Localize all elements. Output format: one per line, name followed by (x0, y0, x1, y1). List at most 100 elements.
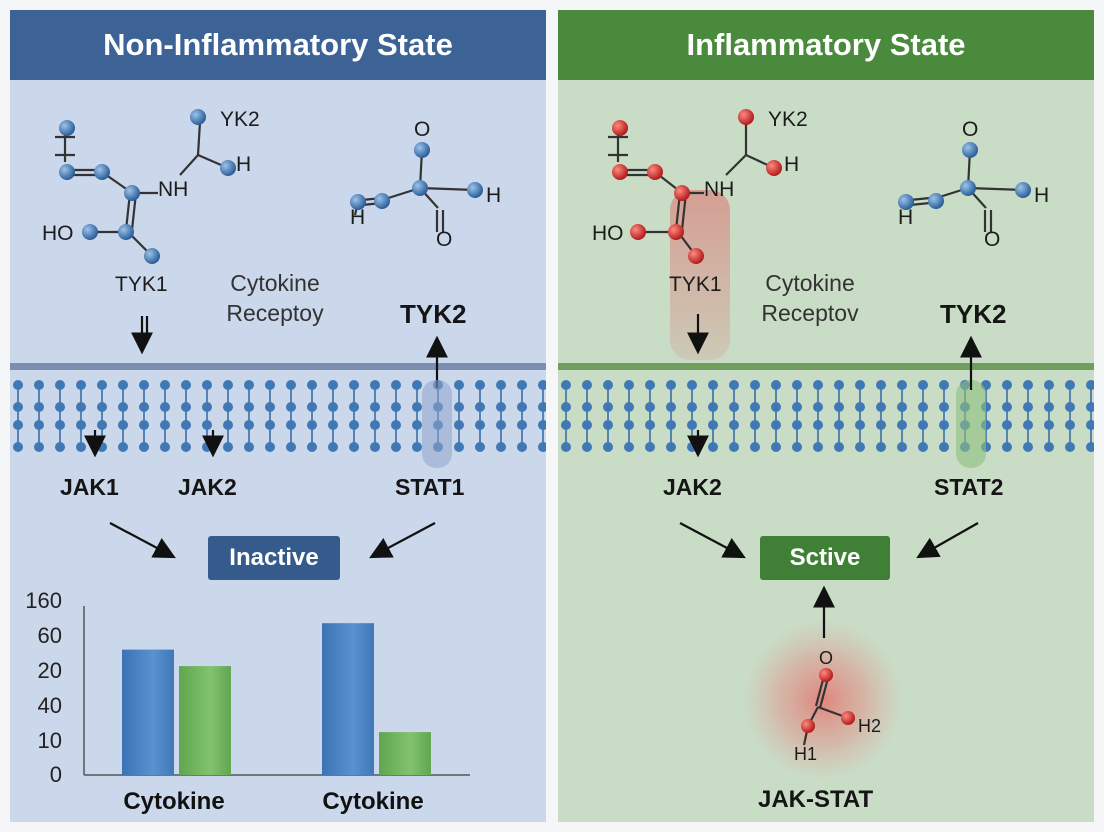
lipid-head (708, 402, 718, 412)
lipid-head (244, 442, 254, 452)
lipid-head (687, 420, 697, 430)
mol1-ho-label: HO (42, 222, 74, 245)
lipid-head (918, 380, 928, 390)
lipid-head (328, 402, 338, 412)
lipid-head (349, 402, 359, 412)
lipid-head (666, 402, 676, 412)
lipid-head (118, 420, 128, 430)
lipid-head (792, 380, 802, 390)
lipid-head (813, 402, 823, 412)
lipid-head (603, 420, 613, 430)
chart-bar (322, 623, 374, 775)
lipid-head (538, 442, 546, 452)
lipid-head (729, 380, 739, 390)
mol1-h-label: H (236, 153, 252, 176)
lipid-head (139, 420, 149, 430)
lipid-head (855, 442, 865, 452)
lipid-head (370, 420, 380, 430)
lipid-head (813, 420, 823, 430)
lipid-head (160, 380, 170, 390)
mol1-nh-label: NH (704, 178, 735, 201)
lipid-head (834, 402, 844, 412)
lipid-head (855, 420, 865, 430)
mol2-h-right-label: H (1034, 184, 1050, 207)
lipid-head (561, 380, 571, 390)
lipid-head (202, 380, 212, 390)
lipid-head (771, 402, 781, 412)
lipid-head (13, 442, 23, 452)
lipid-head (475, 402, 485, 412)
tick-label: 40 (37, 693, 62, 718)
lipid-head (265, 380, 275, 390)
lipid-head (244, 380, 254, 390)
lipid-head (517, 380, 527, 390)
tyk1-label: TYK1 (669, 273, 722, 296)
receptor-line-1: Cytokine (230, 270, 320, 296)
lipid-head (286, 442, 296, 452)
right-diagram (558, 109, 1094, 780)
lipid-head (97, 420, 107, 430)
lipid-head (666, 420, 676, 430)
tick-label: 60 (37, 623, 62, 648)
lipid-head (55, 380, 65, 390)
lipid-head (792, 420, 802, 430)
tick-label: 10 (37, 728, 62, 753)
lipid-head (792, 442, 802, 452)
lipid-head (286, 380, 296, 390)
lipid-head (475, 380, 485, 390)
lipid-head (454, 442, 464, 452)
tyk2-label: TYK2 (400, 299, 467, 329)
lipid-head (729, 442, 739, 452)
lipid-head (496, 420, 506, 430)
lipid-head (1002, 402, 1012, 412)
mol2-o-top-label: O (414, 118, 431, 141)
lipid-head (813, 380, 823, 390)
lipid-head (34, 402, 44, 412)
lipid-head (202, 442, 212, 452)
lipid-head (939, 442, 949, 452)
lipid-head (160, 420, 170, 430)
activation-highlight (670, 190, 730, 360)
lipid-head (582, 420, 592, 430)
mol1-h-label: H (784, 153, 800, 176)
lipid-head (391, 402, 401, 412)
category-label: Cytokine (123, 788, 225, 815)
cytokine-receptor-label: Cytokine Receptov (750, 268, 870, 328)
lipid-head (603, 380, 613, 390)
lipid-head (517, 420, 527, 430)
receptor-line-2: Receptov (761, 300, 859, 326)
mol2-h-left-label: H (898, 206, 914, 229)
lipid-head (55, 420, 65, 430)
lipid-head (118, 402, 128, 412)
lipid-head (538, 380, 546, 390)
tick-label: 160 (25, 588, 62, 613)
lipid-head (876, 420, 886, 430)
lipid-head (496, 402, 506, 412)
chart-bar (379, 732, 431, 775)
inflammatory-panel: Inflammatory State (558, 10, 1094, 822)
lipid-head (118, 380, 128, 390)
lipid-head (603, 402, 613, 412)
lipid-head (391, 442, 401, 452)
lipid-head (1023, 420, 1033, 430)
lipid-head (265, 420, 275, 430)
lipid-head (1086, 380, 1094, 390)
lipid-head (771, 442, 781, 452)
lipid-head (181, 380, 191, 390)
mol1-nh-label: NH (158, 178, 189, 201)
lipid-head (771, 420, 781, 430)
lipid-head (729, 420, 739, 430)
lipid-head (1044, 442, 1054, 452)
lipid-head (412, 420, 422, 430)
lipid-head (624, 442, 634, 452)
lipid-head (349, 442, 359, 452)
lipid-head (666, 442, 676, 452)
lipid-head (538, 402, 546, 412)
cell-membrane (10, 363, 546, 452)
lipid-head (1086, 420, 1094, 430)
lipid-head (1002, 380, 1012, 390)
lipid-head (897, 420, 907, 430)
lipid-head (328, 420, 338, 430)
lipid-head (223, 442, 233, 452)
lipid-head (750, 442, 760, 452)
